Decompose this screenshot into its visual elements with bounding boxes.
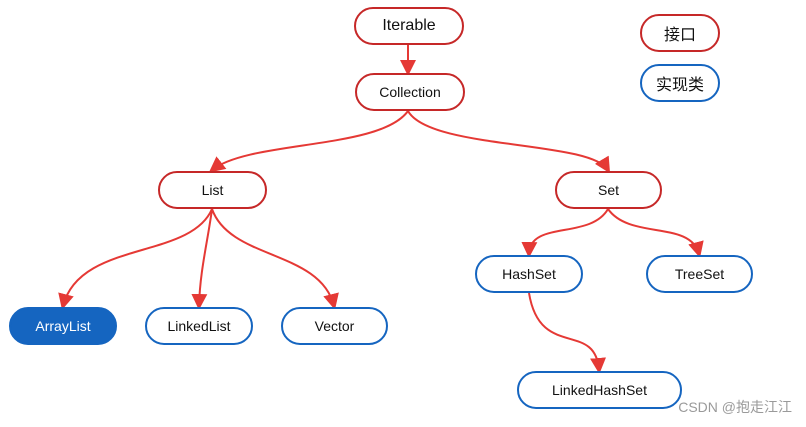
- edge-list-arraylist: [58, 208, 213, 310]
- node-set: Set: [555, 171, 662, 209]
- edge-collection-list: [208, 110, 409, 173]
- edge-hashset-linkedhashset: [528, 292, 607, 374]
- edge-list-vector: [211, 208, 339, 310]
- node-iterable: Iterable: [354, 7, 464, 45]
- legend-interface: 接口: [640, 14, 720, 52]
- edge-set-hashset: [521, 208, 609, 258]
- node-linkedhashset: LinkedHashSet: [517, 371, 682, 409]
- edge-list-linkedlist: [191, 208, 213, 310]
- node-linkedlist: LinkedList: [145, 307, 253, 345]
- legend-implementation: 实现类: [640, 64, 720, 102]
- node-vector: Vector: [281, 307, 388, 345]
- edge-set-treeset: [607, 208, 704, 258]
- watermark-text: CSDN @抱走江江: [678, 399, 792, 415]
- node-treeset: TreeSet: [646, 255, 753, 293]
- node-list: List: [158, 171, 267, 209]
- node-collection: Collection: [355, 73, 465, 111]
- node-hashset: HashSet: [475, 255, 583, 293]
- node-arraylist: ArrayList: [9, 307, 117, 345]
- edge-collection-set: [407, 110, 611, 174]
